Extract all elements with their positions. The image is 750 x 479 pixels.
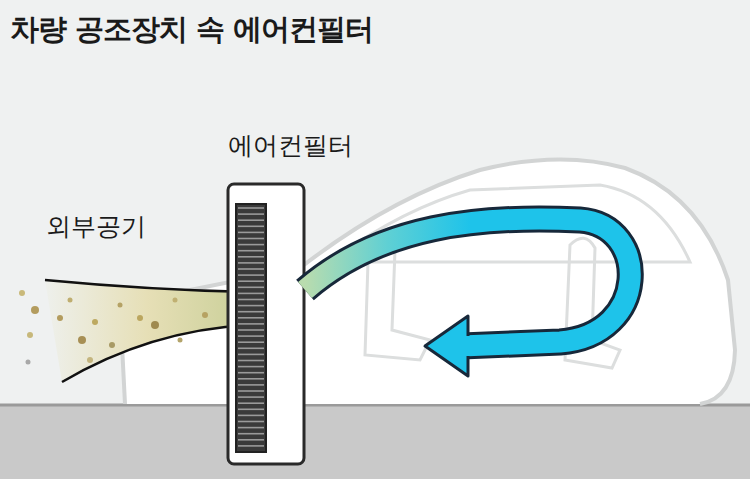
dust: [57, 315, 63, 321]
air-edge: [62, 325, 250, 382]
pleat: [238, 207, 264, 209]
pleat: [238, 280, 264, 282]
dust: [78, 336, 86, 344]
pleat: [238, 317, 264, 319]
pleat: [238, 390, 264, 392]
pleat: [238, 372, 264, 374]
pleat: [238, 445, 264, 447]
pleat: [238, 439, 264, 441]
pleat: [238, 329, 264, 331]
pleat: [238, 366, 264, 368]
dust: [178, 338, 183, 343]
pleat: [238, 305, 264, 307]
pleat: [238, 415, 264, 417]
dust: [68, 298, 73, 303]
pleat: [238, 244, 264, 246]
pleat: [238, 427, 264, 429]
dust: [26, 360, 31, 365]
pleat: [238, 274, 264, 276]
pleat: [238, 226, 264, 228]
dust: [151, 321, 159, 329]
pleat: [238, 238, 264, 240]
filter-media: [236, 204, 266, 452]
pleat: [238, 354, 264, 356]
pleat: [238, 378, 264, 380]
dust: [202, 312, 208, 318]
pleat: [238, 396, 264, 398]
dust: [109, 342, 115, 348]
pleat: [238, 384, 264, 386]
pleat: [238, 360, 264, 362]
pleat: [238, 402, 264, 404]
dust: [27, 332, 33, 338]
pleat: [238, 232, 264, 234]
dust: [87, 357, 93, 363]
pleat: [238, 256, 264, 258]
pleat: [238, 250, 264, 252]
dust: [173, 298, 178, 303]
filter-frame: [228, 184, 304, 464]
pleat: [238, 299, 264, 301]
dust: [31, 306, 39, 314]
flow-arrowhead: [425, 316, 468, 376]
pleat: [238, 421, 264, 423]
pleat: [238, 219, 264, 221]
pleat: [238, 293, 264, 295]
flow-join: [465, 336, 473, 356]
pleat: [238, 433, 264, 435]
pleat: [238, 341, 264, 343]
pleat: [238, 268, 264, 270]
pleat: [238, 335, 264, 337]
ground: [0, 404, 750, 479]
pleat: [238, 262, 264, 264]
part-label: 에어컨필터: [228, 129, 353, 162]
outside-air: [45, 280, 250, 382]
dust: [118, 303, 123, 308]
pleat: [238, 286, 264, 288]
filter-pleats: [238, 208, 264, 446]
pleat: [238, 323, 264, 325]
pleat: [238, 213, 264, 215]
dust-particles: [19, 290, 208, 365]
car-outline: [122, 159, 735, 404]
dust: [92, 319, 98, 325]
air-edge: [45, 280, 250, 292]
part-label: 외부공기: [46, 210, 146, 243]
pleat: [238, 408, 264, 410]
title: 차량 공조장치 속 에어컨필터: [10, 10, 373, 50]
front-seat: [365, 247, 430, 360]
dust: [137, 315, 143, 321]
pleat: [238, 311, 264, 313]
dust: [19, 290, 25, 296]
pleat: [238, 347, 264, 349]
